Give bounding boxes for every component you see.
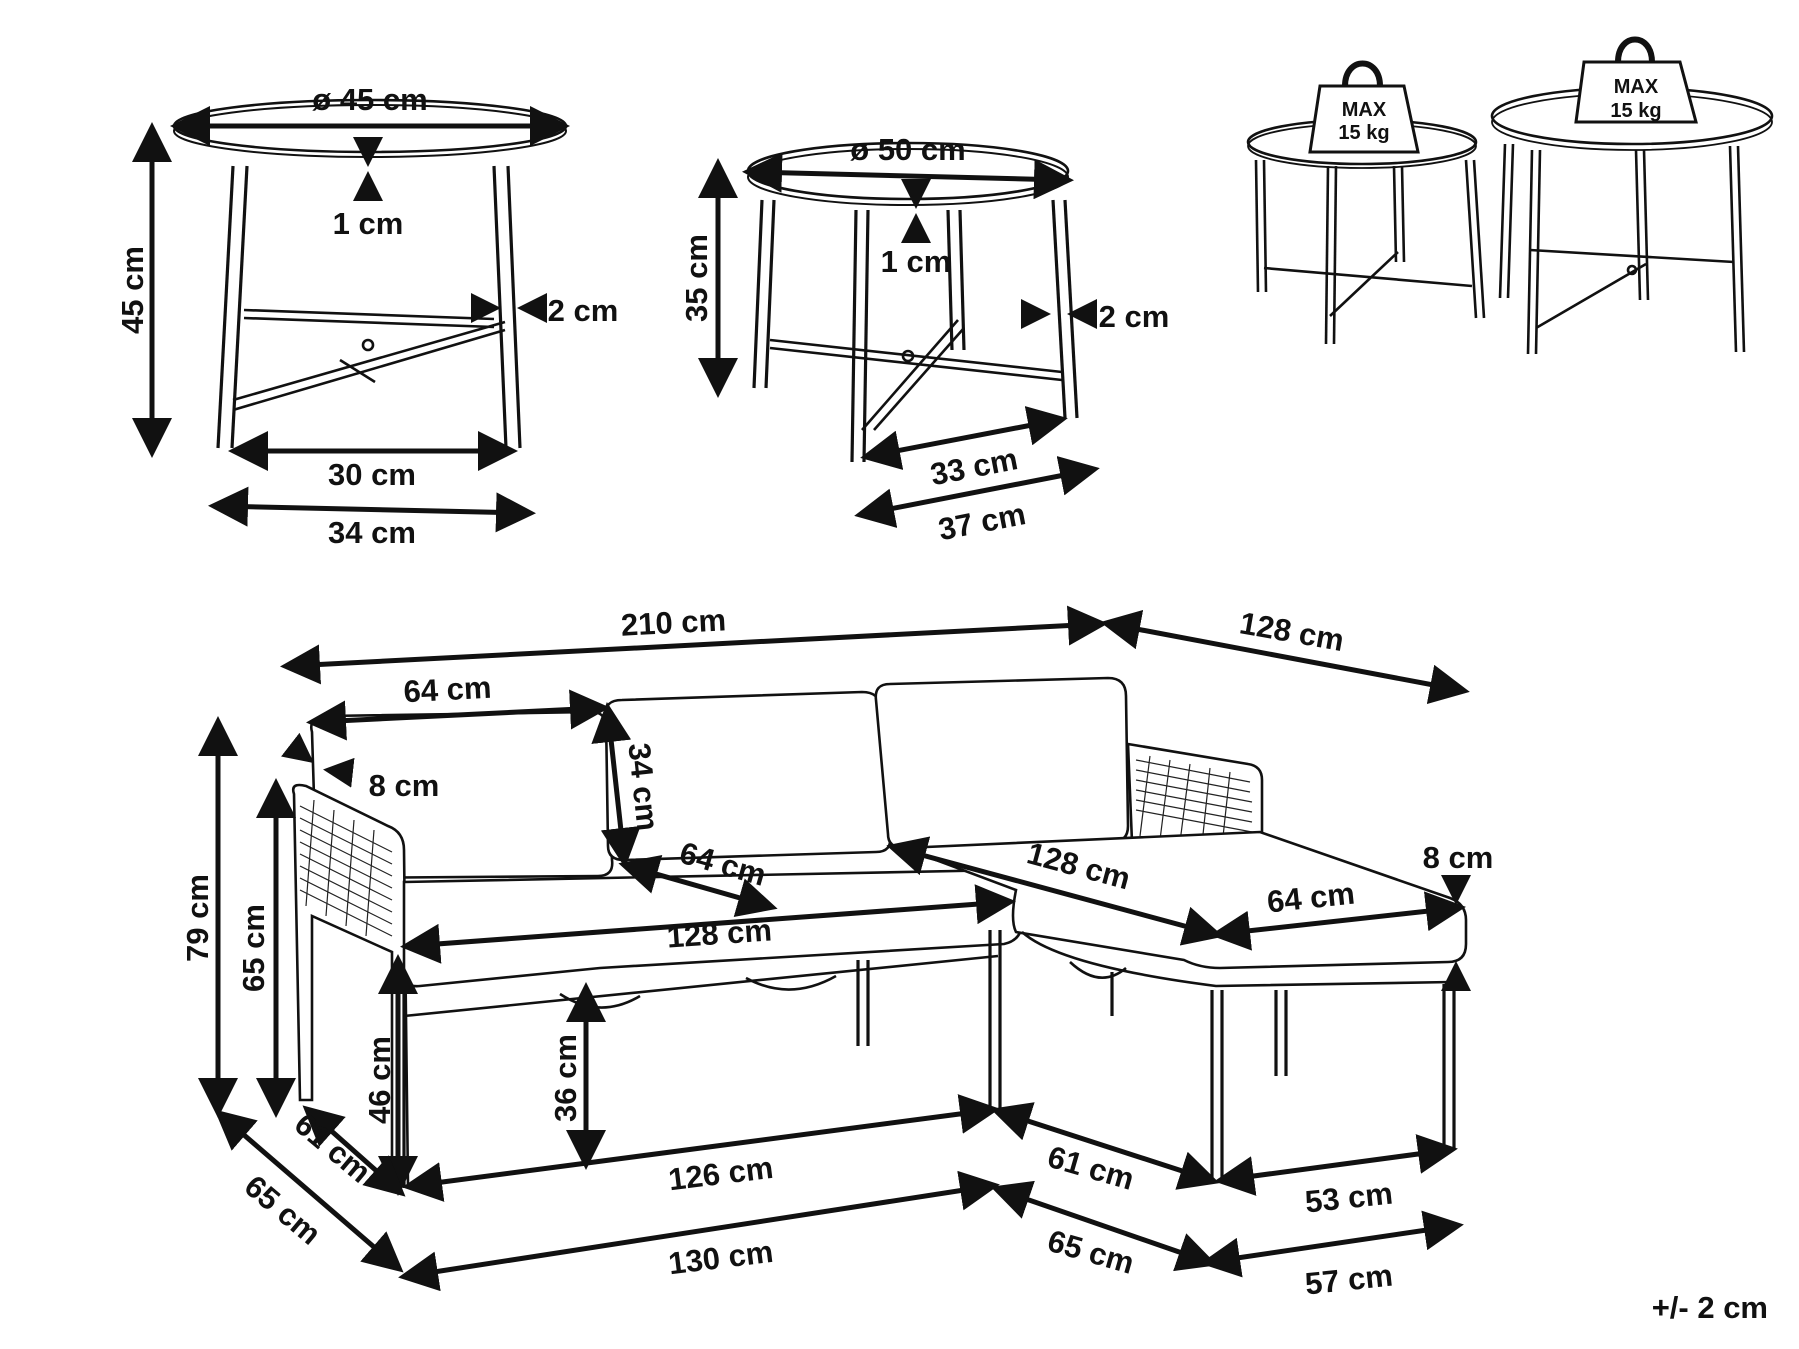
small-table-leg-label: 2 cm <box>548 293 619 328</box>
cushion-thickness-label: 8 cm <box>1423 840 1494 875</box>
max-load-small-line2: 15 kg <box>1338 122 1389 144</box>
back-cushion-width-label: 64 cm <box>403 670 493 710</box>
left-rope-panel <box>299 799 393 937</box>
inner-chaise-width-label: 53 cm <box>1303 1176 1394 1220</box>
outer-depth-left-label: 65 cm <box>238 1168 328 1251</box>
side-table-large-dimensions <box>698 152 1100 528</box>
side-table-small-dimensions <box>132 106 570 533</box>
seat-height-label: 46 cm <box>362 1036 397 1124</box>
large-table-height-label: 35 cm <box>679 234 714 322</box>
tolerance-label: +/- 2 cm <box>1652 1290 1768 1325</box>
outer-chaise-width-label: 57 cm <box>1303 1258 1394 1302</box>
inner-base-width-label: 126 cm <box>666 1150 775 1198</box>
small-table-outer-width-label: 34 cm <box>328 515 416 550</box>
small-table-height-label: 45 cm <box>115 246 150 334</box>
max-load-large-line1: MAX <box>1614 76 1659 98</box>
under-seat-clearance-label: 36 cm <box>548 1034 583 1122</box>
outer-base-width-label: 130 cm <box>666 1234 775 1282</box>
sofa-total-height-label: 79 cm <box>180 874 215 962</box>
max-load-small-line1: MAX <box>1342 99 1387 121</box>
sofa-drawing <box>291 676 1468 1188</box>
max-load-small-table <box>1246 60 1486 345</box>
large-table-diameter-label: ø 50 cm <box>850 132 965 167</box>
max-load-large-table <box>1490 36 1774 355</box>
large-table-outer-width-label: 37 cm <box>936 496 1029 547</box>
sofa-total-width-label: 210 cm <box>620 602 727 642</box>
inner-depth-chaise-label: 61 cm <box>1044 1139 1138 1197</box>
side-table-large-drawing <box>746 141 1079 463</box>
small-table-thickness-label: 1 cm <box>333 206 404 241</box>
seat-width-label: 128 cm <box>666 912 773 954</box>
chaise-rope-panel <box>1135 755 1253 847</box>
armrest-width-label: 8 cm <box>369 768 440 803</box>
large-table-thickness-label: 1 cm <box>881 244 952 279</box>
max-load-large-line2: 15 kg <box>1610 100 1661 122</box>
sofa-dimensions <box>198 605 1471 1292</box>
armrest-height-label: 65 cm <box>236 904 271 992</box>
small-table-diameter-label: ø 45 cm <box>312 82 427 117</box>
small-table-inner-width-label: 30 cm <box>328 457 416 492</box>
large-table-leg-label: 2 cm <box>1099 299 1170 334</box>
